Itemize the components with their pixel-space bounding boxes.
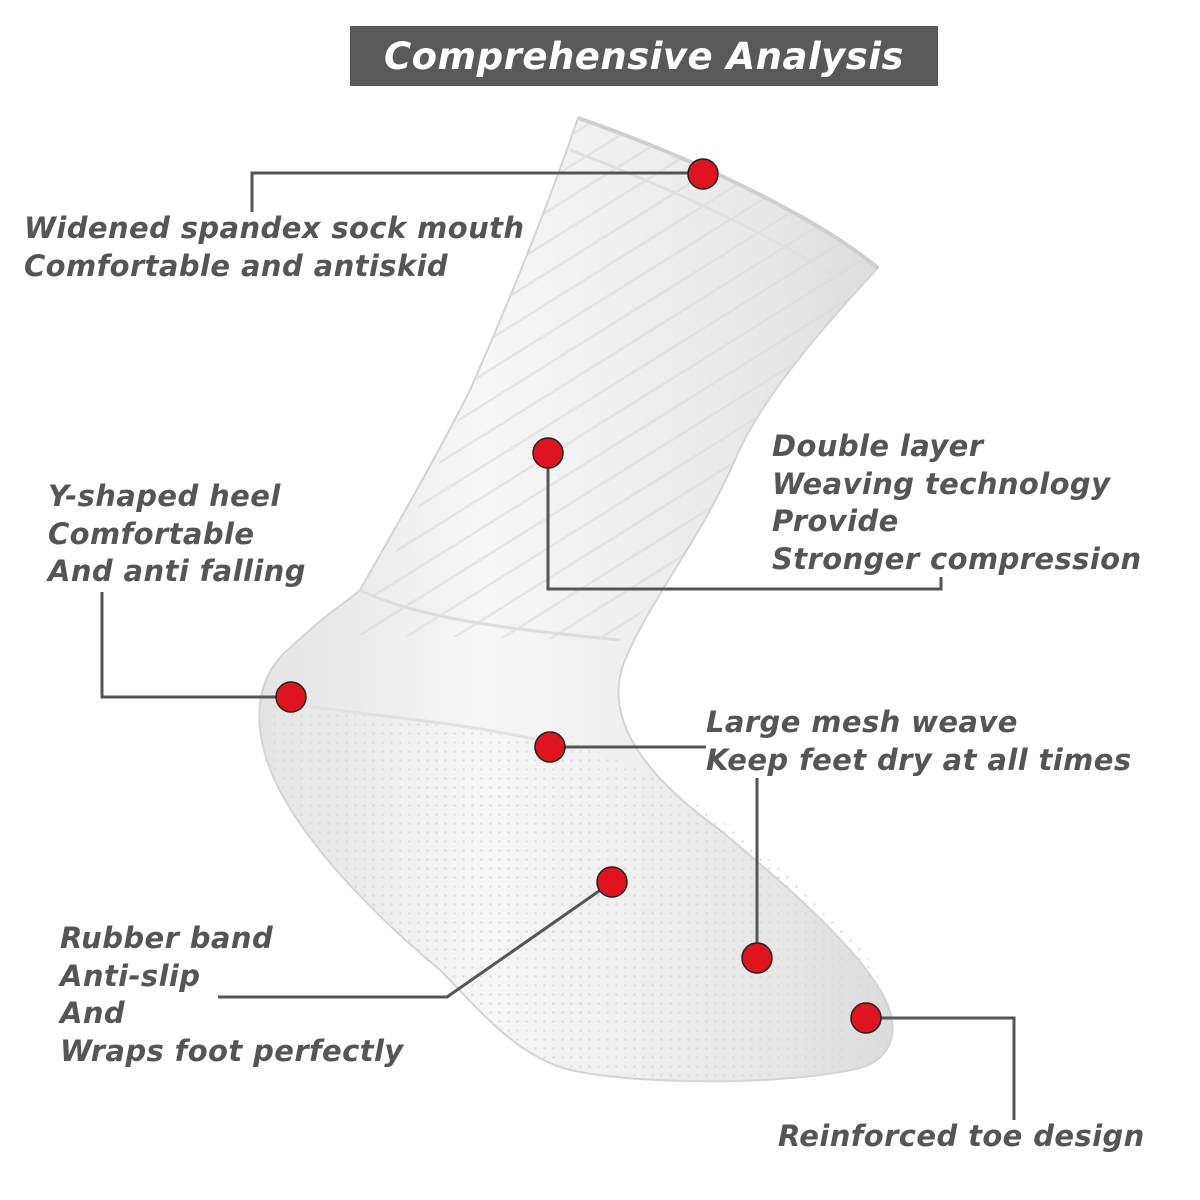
- callout-mesh: Large mesh weave Keep feet dry at all ti…: [706, 704, 1131, 779]
- leader-line-double-layer: [546, 453, 943, 591]
- callout-double-layer-line-1: Double layer: [772, 429, 984, 463]
- marker-mesh: [534, 731, 566, 763]
- marker-rubber-band: [596, 866, 628, 898]
- callout-rubber-band-line-2: Anti-slip: [60, 958, 201, 993]
- callout-rubber-band-line-4: Wraps foot perfectly: [60, 1033, 404, 1068]
- marker-toe: [850, 1002, 882, 1034]
- leader-line-rubber-band: [218, 880, 613, 999]
- callout-double-layer-line-2: Weaving technology: [772, 466, 1111, 501]
- callout-double-layer-line-3: Provide: [772, 504, 899, 538]
- title-banner: Comprehensive Analysis: [350, 26, 938, 86]
- callout-rubber-band-line-1: Rubber band: [60, 921, 274, 955]
- leader-lines: [100, 171, 1016, 1120]
- callout-heel-line-3: And anti falling: [48, 554, 306, 588]
- marker-heel: [275, 681, 307, 713]
- marker-sock-mouth: [687, 158, 719, 190]
- callout-mesh-line-2: Keep feet dry at all times: [706, 742, 1132, 777]
- callout-heel-line-1: Y-shaped heel: [48, 479, 281, 513]
- leader-line-heel: [100, 592, 291, 699]
- callout-toe-line-1: Reinforced toe design: [778, 1119, 1145, 1153]
- callout-rubber-band-line-3: And: [60, 996, 126, 1030]
- callout-toe: Reinforced toe design: [778, 1118, 1145, 1156]
- callout-double-layer: Double layer Weaving technology Provide …: [772, 428, 1142, 578]
- leader-line-toe: [866, 1016, 1016, 1120]
- callout-heel-line-2: Comfortable: [48, 516, 255, 551]
- page-title: Comprehensive Analysis: [383, 34, 904, 78]
- leader-line-sock-mouth: [250, 171, 703, 212]
- callout-sock-mouth-line-2: Comfortable and antiskid: [24, 248, 449, 283]
- marker-mesh-foot: [741, 942, 773, 974]
- callout-sock-mouth: Widened spandex sock mouth Comfortable a…: [24, 210, 524, 285]
- markers: [275, 158, 882, 1034]
- marker-double-layer: [532, 437, 564, 469]
- callout-sock-mouth-line-1: Widened spandex sock mouth: [24, 211, 525, 245]
- callout-rubber-band: Rubber band Anti-slip And Wraps foot per…: [60, 920, 404, 1070]
- callout-heel: Y-shaped heel Comfortable And anti falli…: [48, 478, 306, 591]
- callout-mesh-line-1: Large mesh weave: [706, 705, 1018, 739]
- callout-double-layer-line-4: Stronger compression: [772, 541, 1142, 576]
